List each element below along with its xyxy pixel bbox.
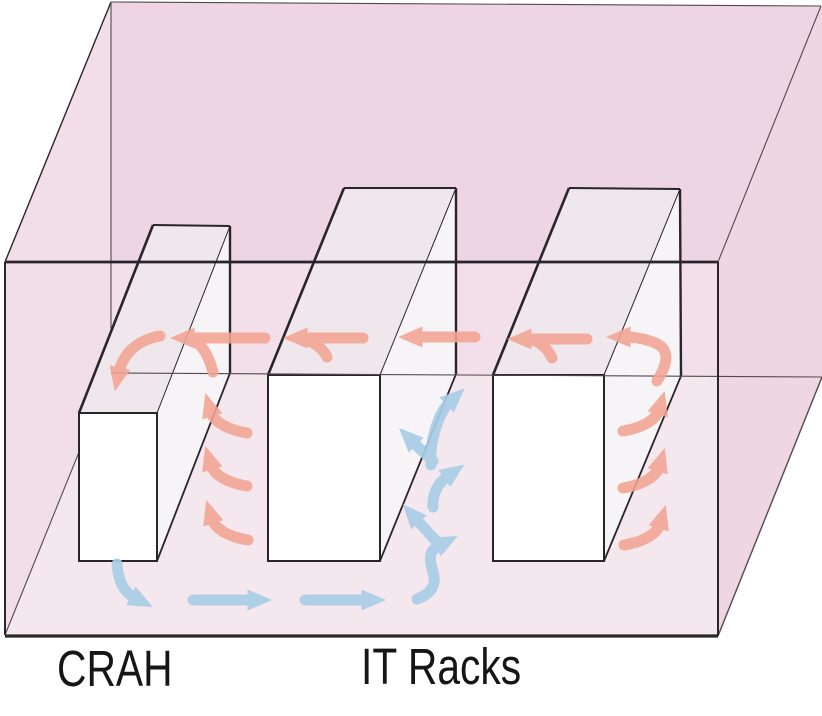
- hot-air-merge-curl-3: [527, 334, 558, 364]
- floor-right-edge: [717, 376, 822, 637]
- hot-airflow-arrows: [109, 326, 672, 551]
- rack2-edge: [603, 375, 682, 562]
- floor-back-edge: [110, 372, 822, 378]
- rack1-front-face: [268, 375, 380, 561]
- crah-edge: [77, 224, 155, 414]
- hot-air-arrow-aisle2-mid: [617, 447, 668, 494]
- rack2-edge: [491, 187, 571, 376]
- hot-air-merge-curl-1: [185, 333, 219, 378]
- rack1-front-outline: [267, 374, 381, 562]
- hot-air-arrow-aisle1-bottom: [203, 499, 254, 546]
- cold-air-arrow-up-left-top: [398, 427, 439, 467]
- rack2-top-face: [493, 188, 680, 375]
- ceiling-back-edge: [110, 1, 822, 7]
- hot-air-arrow-into-crah: [109, 330, 166, 392]
- hot-air-arrow-aisle2-bottom: [618, 504, 669, 551]
- cold-air-arrow-riser: [411, 536, 458, 605]
- rack2-edge: [568, 187, 681, 190]
- cold-air-arrow-up-left-bottom: [402, 504, 443, 548]
- rack1-edge: [379, 187, 457, 376]
- hot-air-arrow-ceiling-return-right: [606, 326, 672, 387]
- cold-air-arrow-up-right-mid: [427, 464, 465, 513]
- cold-airflow-arrows: [111, 388, 465, 611]
- hot-air-merge-curl-2: [300, 334, 333, 363]
- ceiling-right-edge: [717, 5, 822, 263]
- hot-air-arrow-aisle1-mid: [202, 445, 253, 492]
- cold-air-arrow-crah-outlet: [111, 558, 153, 607]
- right-wall: [718, 6, 822, 636]
- it-rack-1: [266, 187, 458, 562]
- rack2-side-face: [604, 189, 681, 561]
- it-rack-2: [491, 187, 683, 562]
- hot-air-arrow-aisle1-top: [202, 392, 253, 439]
- hot-air-arrow-aisle2-top: [617, 390, 668, 437]
- ceiling-left-edge: [4, 1, 112, 263]
- crah-side-face: [157, 226, 230, 561]
- front-wall-edges: [4, 260, 719, 638]
- rack1-edge: [266, 187, 346, 376]
- rack1-top-face: [268, 188, 456, 375]
- left-wall: [5, 2, 111, 635]
- crah-front-face: [79, 413, 157, 561]
- crah-edge: [152, 224, 231, 227]
- rack2-front-face: [493, 375, 604, 561]
- rack2-edge: [678, 188, 683, 377]
- crah-label: CRAH: [57, 640, 173, 697]
- crah-edge: [156, 225, 231, 414]
- it-racks-label: IT Racks: [361, 638, 522, 695]
